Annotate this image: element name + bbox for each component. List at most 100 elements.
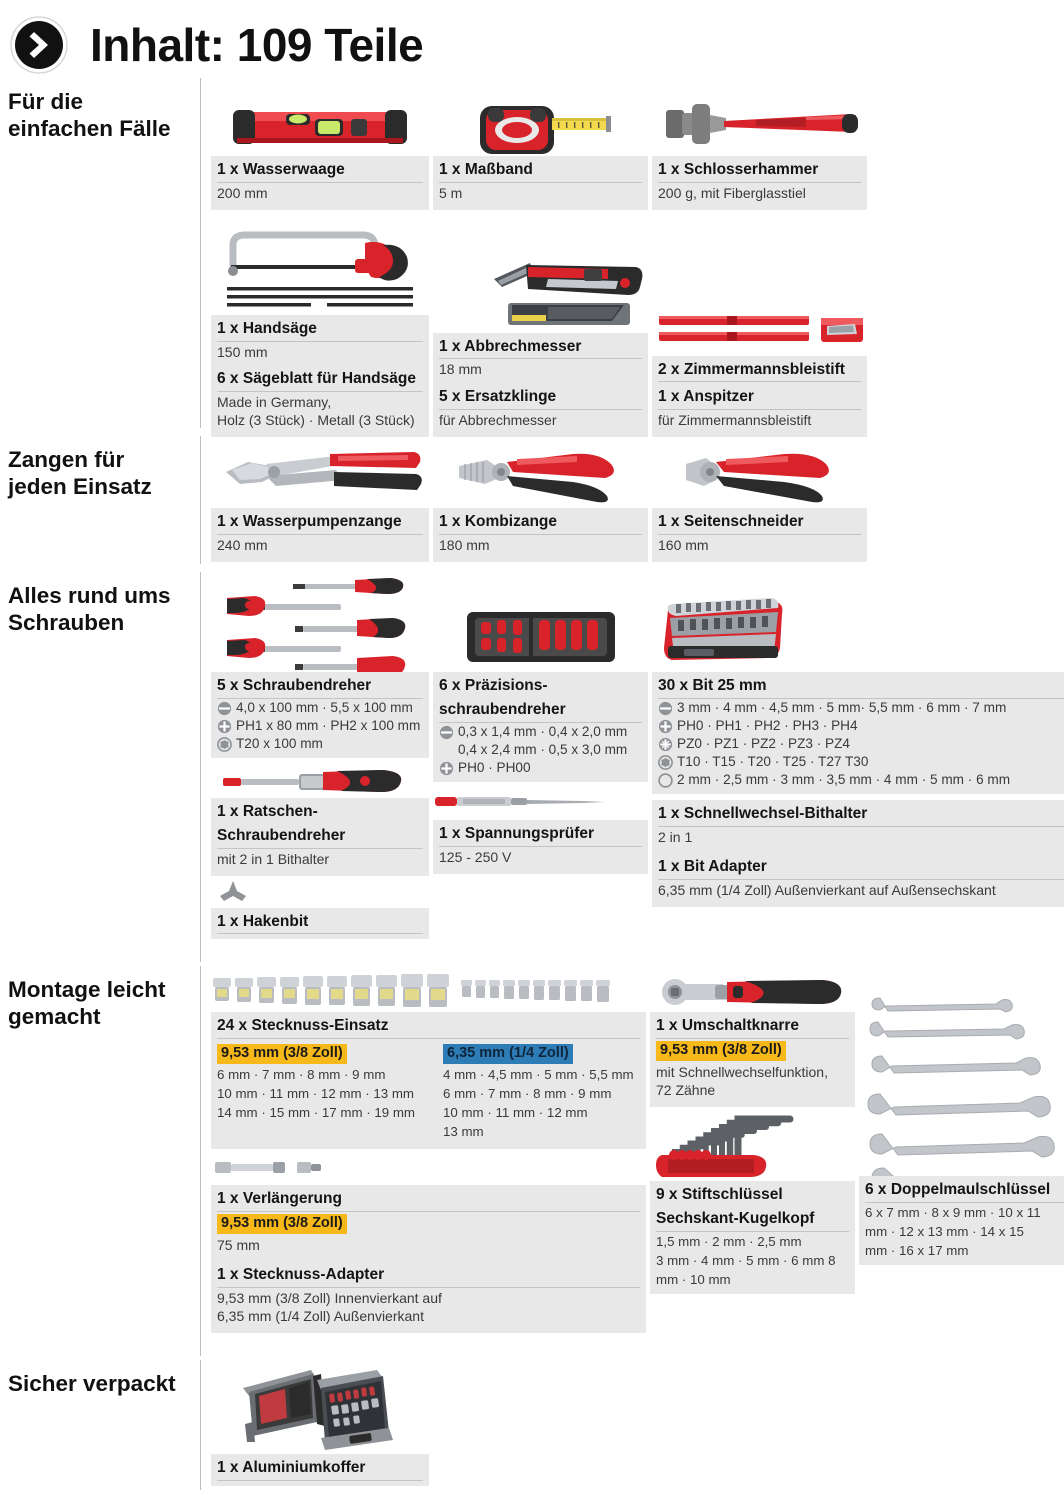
heading-line-2: jeden Einsatz [8, 474, 152, 499]
card-aluminiumkoffer: 1 x Aluminiumkoffer [211, 1454, 429, 1486]
item-sub-line-2: Holz (3 Stück) · Metall (3 Stück) [217, 412, 415, 429]
heading-line-1: Montage leicht [8, 977, 166, 1002]
item-title-line-2: Schraubendreher [217, 824, 423, 849]
card-abbrechmesser: 1 x Abbrechmesser 18 mm 5 x Ersatzklinge… [433, 332, 648, 438]
item-title: 1 x Wasserwaage [217, 158, 423, 183]
card-kombizange: 1 x Kombizange 180 mm [433, 508, 648, 562]
spec-text: 10 mm · 11 mm · 12 mm · 13 mm [217, 1086, 415, 1102]
extension-bar-image [211, 1149, 646, 1185]
column-wrenches: 6 x Doppelmaulschlüssel 6 x 7 mm · 8 x 9… [859, 966, 1064, 1265]
pozidriv-icon [658, 737, 673, 752]
page-header: Inhalt: 109 Teile [0, 0, 1064, 78]
item-sub: 6,35 mm (1/4 Zoll) Außenvierkant auf Auß… [658, 881, 996, 898]
card-spannungspruefer: 1 x Spannungsprüfer 125 - 250 V [433, 819, 648, 874]
card-seitenschneider: 1 x Seitenschneider 160 mm [652, 508, 867, 562]
item-title: 1 x Schnellwechsel-Bithalter [658, 802, 1064, 828]
item-title: 1 x Wasserpumpenzange [217, 510, 423, 535]
card-verlaengerung: 1 x Verlängerung 9,53 mm (3/8 Zoll) 75 m… [211, 1185, 646, 1333]
slotted-icon [439, 725, 454, 740]
section-schrauben: Alles rund ums Schrauben [0, 572, 1064, 962]
item-row: 24 x Stecknuss-Einsatz 9,53 mm (3/8 Zoll… [211, 966, 1064, 1333]
heading-line-2: gemacht [8, 1004, 101, 1029]
item-sub: 160 mm [658, 536, 709, 553]
spec-text: mm · 10 mm [656, 1271, 731, 1287]
socket-group-14: 6,35 mm (1/4 Zoll) 4 mm · 4,5 mm · 5 mm … [443, 1042, 640, 1141]
card-zimmermannsbleistift: 2 x Zimmermannsbleistift 1 x Anspitzer f… [652, 355, 867, 438]
item-wasserpumpenzange: 1 x Wasserpumpenzange 240 mm [211, 436, 429, 562]
slotted-icon [217, 701, 232, 716]
spirit-level-image [211, 78, 429, 156]
combination-pliers-image [433, 436, 648, 508]
item-sub-line-2: 72 Zähne [656, 1082, 716, 1099]
item-title-line-1: 6 x Präzisions- [439, 677, 548, 694]
page-title: Inhalt: 109 Teile [90, 19, 424, 71]
item-title: 1 x Schlosserhammer [658, 158, 861, 183]
item-sub-line-1: mit Schnellwechselfunktion, [656, 1064, 828, 1081]
spec-text: 1,5 mm · 2 mm · 2,5 mm [656, 1233, 802, 1249]
section-heading-einfache-faelle: Für die einfachen Fälle [0, 78, 200, 428]
spec-text: 4,0 x 100 mm · 5,5 x 100 mm [236, 699, 413, 715]
item-row: 5 x Schraubendreher 4,0 x 100 mm · 5,5 x… [211, 572, 1064, 940]
item-title: 1 x Spannungsprüfer [439, 822, 642, 847]
item-seitenschneider: 1 x Seitenschneider 160 mm [652, 436, 867, 562]
spec-line: 2 mm · 2,5 mm · 3 mm · 3,5 mm · 4 mm · 5… [658, 771, 1064, 789]
size-badge-38: 9,53 mm (3/8 Zoll) [217, 1214, 347, 1235]
item-title: 1 x Abbrechmesser [439, 335, 642, 360]
item-title: 1 x Umschaltknarre [656, 1014, 849, 1039]
column-precision: 6 x Präzisions- schraubendreher 0,3 x 1,… [433, 572, 648, 874]
spec-line: PH1 x 80 mm · PH2 x 100 mm [217, 717, 423, 735]
spec-text: mm · 16 x 17 mm [865, 1242, 969, 1258]
ratchet-image [650, 966, 855, 1012]
item-sub: 125 - 250 V [439, 848, 512, 865]
spec-text: PZ0 · PZ1 · PZ2 · PZ3 · PZ4 [677, 735, 850, 751]
item-title: 6 x Sägeblatt für Handsäge [217, 367, 423, 393]
item-sub: für Zimmermannsbleistift [658, 412, 812, 429]
card-schraubendreher: 5 x Schraubendreher 4,0 x 100 mm · 5,5 x… [211, 672, 429, 759]
item-sub: mit 2 in 1 Bithalter [217, 850, 330, 867]
spec-line: 3 mm · 4 mm · 4,5 mm · 5 mm· 5,5 mm · 6 … [658, 699, 1064, 717]
heading-line-1: Für die [8, 89, 84, 114]
heading-line-1: Alles rund ums [8, 583, 171, 608]
item-sub: 200 mm [217, 184, 268, 201]
item-aluminiumkoffer: 1 x Aluminiumkoffer [211, 1360, 429, 1486]
torx-icon [217, 737, 232, 752]
item-title: 1 x Stecknuss-Adapter [217, 1263, 640, 1289]
spec-line: PH0 · PH00 [439, 759, 642, 777]
size-badge-38: 9,53 mm (3/8 Zoll) [656, 1040, 786, 1062]
item-sub-line-2: 6,35 mm (1/4 Zoll) Außenvierkant [217, 1308, 424, 1325]
utility-knife-image [433, 238, 648, 333]
item-massband: 1 x Maßband 5 m [433, 78, 648, 210]
spec-text: 14 mm · 15 mm · 17 mm · 19 mm [217, 1105, 415, 1121]
section-heading-verpackt: Sicher verpackt [0, 1360, 200, 1490]
bit-box-image [652, 572, 1064, 672]
spec-text: 6 mm · 7 mm · 8 mm · 9 mm [443, 1086, 612, 1102]
spec-text: 3 mm · 4 mm · 4,5 mm · 5 mm· 5,5 mm · 6 … [677, 699, 1007, 715]
item-handsaege: 1 x Handsäge 150 mm 6 x Sägeblatt für Ha… [211, 220, 429, 438]
section-zangen: Zangen für jeden Einsatz [0, 436, 1064, 564]
chevron-right-circle-icon [10, 16, 68, 74]
section-body-verpackt: 1 x Aluminiumkoffer [200, 1360, 1064, 1490]
spec-text: 2 mm · 2,5 mm · 3 mm · 3,5 mm · 4 mm · 5… [677, 772, 1011, 788]
spec-text: T10 · T15 · T20 · T25 · T27 T30 [677, 754, 869, 770]
item-row: 1 x Wasserwaage 200 mm [211, 78, 1064, 210]
spec-text: 6 x 7 mm · 8 x 9 mm · 10 x 11 [865, 1204, 1041, 1220]
column-ratchet-hexkeys: 1 x Umschaltknarre 9,53 mm (3/8 Zoll) mi… [650, 966, 855, 1294]
section-body-montage: 24 x Stecknuss-Einsatz 9,53 mm (3/8 Zoll… [200, 966, 1064, 1356]
spec-text: 0,4 x 2,4 mm · 0,5 x 3,0 mm [458, 741, 628, 757]
spec-text: T20 x 100 mm [236, 735, 323, 751]
section-verpackt: Sicher verpackt [0, 1360, 1064, 1490]
card-wasserwaage: 1 x Wasserwaage 200 mm [211, 156, 429, 210]
item-kombizange: 1 x Kombizange 180 mm [433, 436, 648, 562]
item-sub: 18 mm [439, 361, 482, 378]
item-title: 1 x Kombizange [439, 510, 642, 535]
spec-line: T20 x 100 mm [217, 735, 423, 753]
section-heading-zangen: Zangen für jeden Einsatz [0, 436, 200, 564]
card-massband: 1 x Maßband 5 m [433, 156, 648, 210]
item-schlosserhammer: 1 x Schlosserhammer 200 g, mit Fiberglas… [652, 78, 867, 210]
phillips-icon [658, 719, 673, 734]
precision-screwdriver-set-image [433, 572, 648, 672]
item-sub: für Abbrechmesser [439, 412, 557, 429]
ratchet-screwdriver-image [211, 758, 429, 798]
item-title: 1 x Verlängerung [217, 1187, 640, 1213]
spec-line: 4,0 x 100 mm · 5,5 x 100 mm [217, 699, 423, 717]
